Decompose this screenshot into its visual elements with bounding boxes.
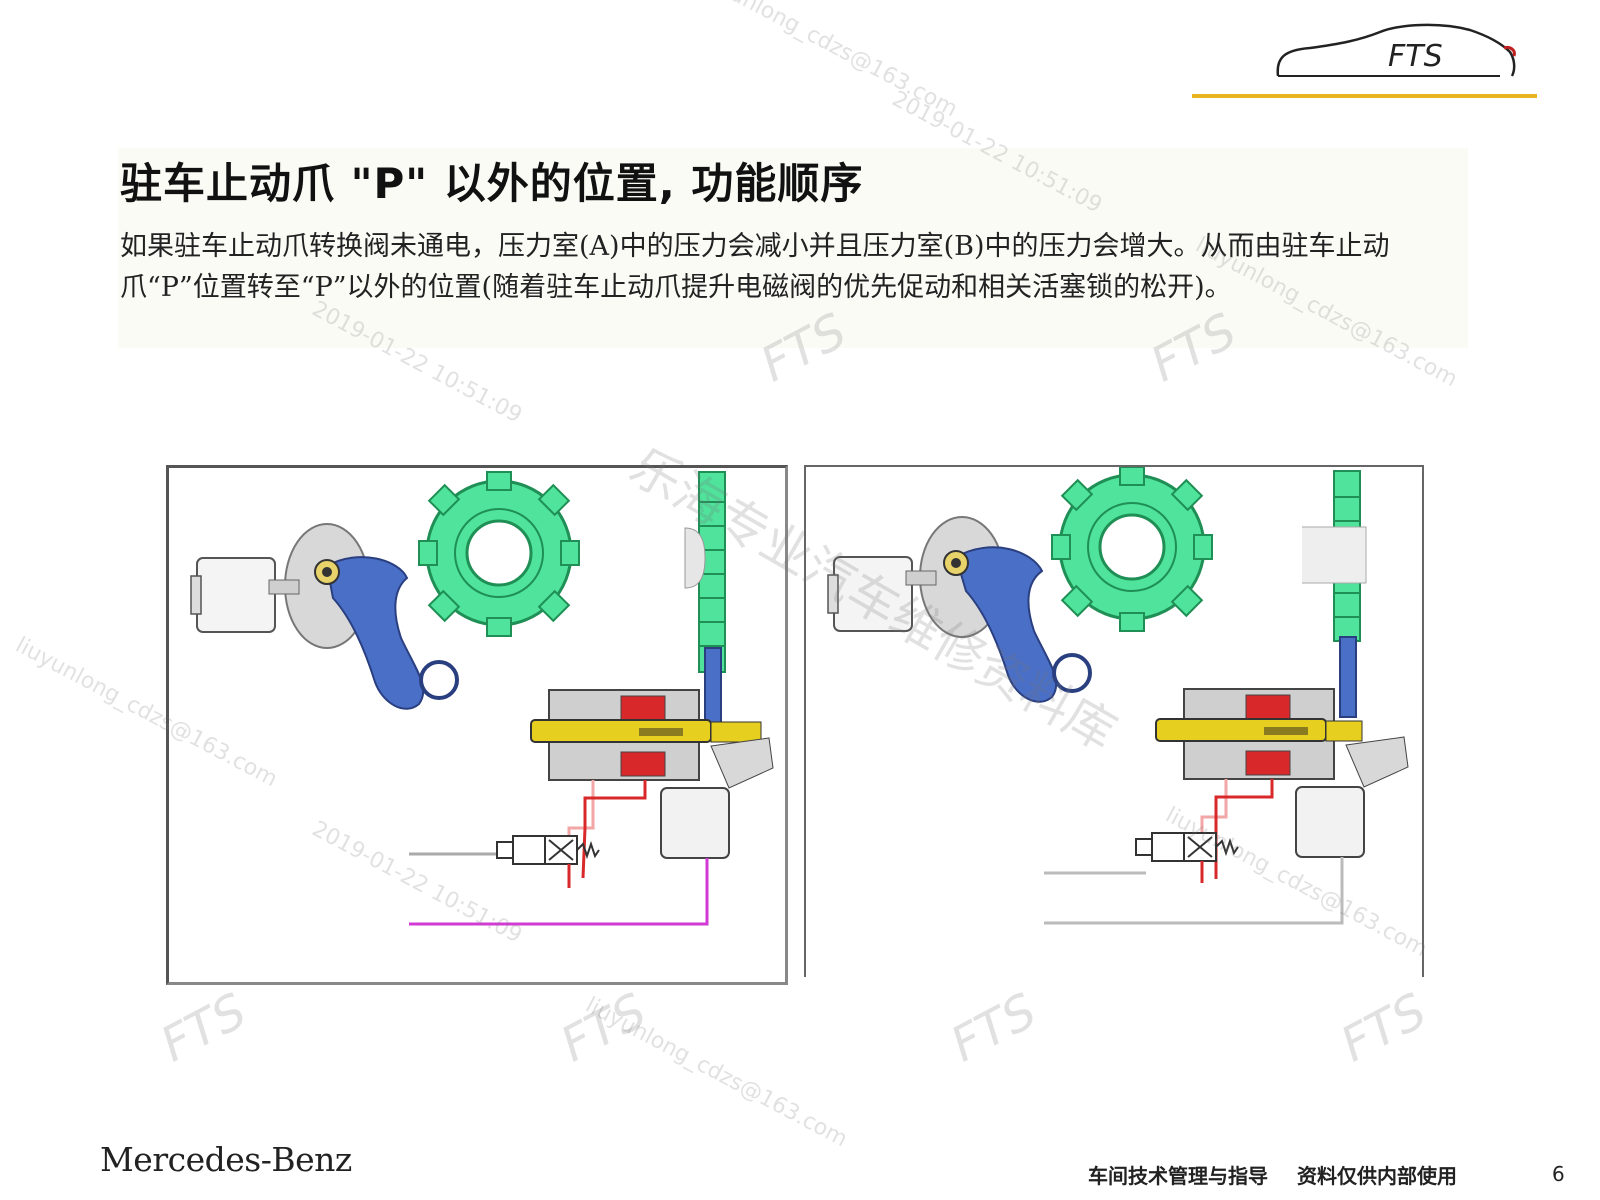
solenoid-valve-symbol — [496, 835, 600, 865]
page-number: 6 — [1552, 1162, 1565, 1186]
watermark-fts: FTS — [151, 982, 256, 1074]
car-silhouette-icon: FTS — [1276, 23, 1516, 77]
parking-pawl-diagram-right — [827, 467, 1409, 925]
actuator-motor — [196, 557, 276, 633]
actuator-motor — [833, 556, 913, 632]
mercedes-benz-logo-text: Mercedes-Benz — [100, 1140, 352, 1179]
logo-text: FTS — [1388, 39, 1443, 74]
oil-filter — [660, 787, 730, 859]
parking-pawl — [943, 546, 1092, 703]
parking-pawl-diagram-left — [190, 471, 774, 926]
parking-lock-cylinder — [1155, 688, 1409, 788]
parking-rack — [684, 471, 726, 729]
piston — [530, 719, 712, 743]
parking-pawl — [314, 556, 459, 710]
watermark-email: liuyunlong_cdzs@163.com — [691, 0, 962, 123]
parking-rack — [1302, 470, 1367, 718]
watermark-fts: FTS — [1331, 982, 1436, 1074]
parking-lock-cylinder — [530, 689, 774, 789]
footer-note: 车间技术管理与指导 资料仅供内部使用 — [1088, 1160, 1479, 1189]
fts-logo: FTS — [1270, 18, 1530, 88]
parking-gear — [418, 471, 580, 637]
slide-title: 驻车止动爪 "P" 以外的位置, 功能顺序 — [120, 159, 864, 208]
footer-note-2: 资料仅供内部使用 — [1296, 1164, 1457, 1188]
watermark-fts: FTS — [551, 982, 656, 1074]
solenoid-valve-symbol — [1135, 832, 1239, 862]
footer-note-1: 车间技术管理与指导 — [1088, 1164, 1268, 1188]
diagram-panel-left — [166, 465, 788, 985]
text-panel-background — [118, 148, 1468, 348]
diagram-panel-right — [804, 465, 1424, 977]
watermark-fts: FTS — [941, 982, 1046, 1074]
watermark-email: liuyunlong_cdzs@163.com — [581, 992, 852, 1153]
logo-underline — [1192, 94, 1537, 98]
oil-filter — [1295, 786, 1365, 858]
parking-gear — [1051, 467, 1213, 632]
slide-body-text: 如果驻车止动爪转换阀未通电，压力室(A)中的压力会减小并且压力室(B)中的压力会… — [120, 231, 1390, 303]
